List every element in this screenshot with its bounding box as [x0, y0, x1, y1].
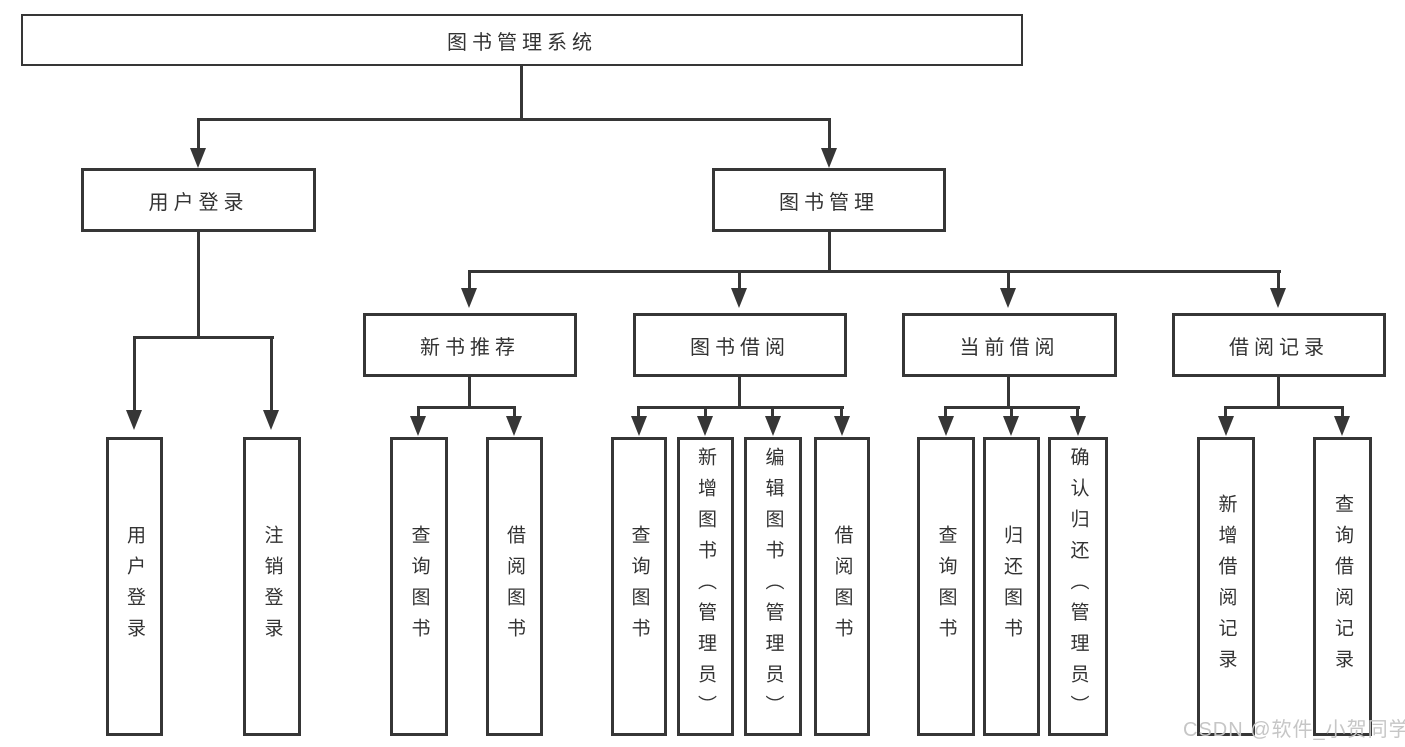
- arrow-down-icon: [410, 416, 426, 436]
- arrow-down-icon: [821, 148, 837, 168]
- connector-line: [840, 408, 843, 418]
- connector-line: [637, 408, 640, 418]
- connector-line: [417, 406, 516, 409]
- arrow-down-icon: [938, 416, 954, 436]
- connector-line: [1010, 408, 1013, 418]
- connector-line: [828, 121, 831, 150]
- connector-line: [1076, 408, 1079, 418]
- connector-line: [637, 406, 844, 409]
- arrow-down-icon: [190, 148, 206, 168]
- connector-line: [1007, 376, 1010, 409]
- connector-line: [1277, 376, 1280, 409]
- node-user-login: 用户登录: [81, 168, 316, 232]
- connector-line: [513, 408, 516, 418]
- connector-line: [468, 270, 1281, 273]
- connector-line: [197, 121, 200, 150]
- connector-line: [1277, 273, 1280, 290]
- node-new-book-recommendation: 新书推荐: [363, 313, 577, 377]
- connector-line: [133, 339, 136, 412]
- arrow-down-icon: [461, 288, 477, 308]
- connector-line: [1341, 408, 1344, 418]
- arrow-down-icon: [126, 410, 142, 430]
- leaf-borrow-books: 借阅图书: [486, 437, 543, 736]
- leaf-logout: 注销登录: [243, 437, 301, 736]
- leaf-query-books: 查询图书: [917, 437, 975, 736]
- leaf-user-login: 用户登录: [106, 437, 163, 736]
- leaf-edit-book-admin: 编辑图书（管理员）: [744, 437, 802, 736]
- leaf-query-books: 查询图书: [611, 437, 667, 736]
- connector-line: [944, 406, 1080, 409]
- connector-line: [197, 232, 200, 339]
- arrow-down-icon: [765, 416, 781, 436]
- node-current-borrowing: 当前借阅: [902, 313, 1117, 377]
- leaf-return-books: 归还图书: [983, 437, 1040, 736]
- leaf-borrow-books: 借阅图书: [814, 437, 870, 736]
- arrow-down-icon: [263, 410, 279, 430]
- arrow-down-icon: [731, 288, 747, 308]
- connector-line: [270, 339, 273, 412]
- arrow-down-icon: [506, 416, 522, 436]
- leaf-query-books: 查询图书: [390, 437, 448, 736]
- node-library-management-system: 图书管理系统: [21, 14, 1023, 66]
- connector-line: [1224, 406, 1344, 409]
- arrow-down-icon: [834, 416, 850, 436]
- arrow-down-icon: [1003, 416, 1019, 436]
- connector-line: [1224, 408, 1227, 418]
- arrow-down-icon: [1270, 288, 1286, 308]
- node-borrowing-records: 借阅记录: [1172, 313, 1386, 377]
- connector-line: [468, 273, 471, 290]
- connector-line: [828, 232, 831, 273]
- leaf-confirm-return-admin: 确认归还（管理员）: [1048, 437, 1108, 736]
- connector-line: [771, 408, 774, 418]
- arrow-down-icon: [1000, 288, 1016, 308]
- connector-line: [468, 376, 471, 409]
- connector-line: [197, 118, 831, 121]
- leaf-add-book-admin: 新增图书（管理员）: [677, 437, 734, 736]
- node-book-management: 图书管理: [712, 168, 946, 232]
- connector-line: [417, 408, 420, 418]
- watermark: CSDN @软件_小贺同学: [1183, 719, 1405, 741]
- arrow-down-icon: [1070, 416, 1086, 436]
- leaf-query-borrow-record: 查询借阅记录: [1313, 437, 1372, 736]
- leaf-add-borrow-record: 新增借阅记录: [1197, 437, 1255, 736]
- connector-line: [738, 273, 741, 290]
- arrow-down-icon: [1218, 416, 1234, 436]
- arrow-down-icon: [697, 416, 713, 436]
- connector-line: [944, 408, 947, 418]
- connector-line: [704, 408, 707, 418]
- connector-line: [520, 65, 523, 121]
- arrow-down-icon: [1334, 416, 1350, 436]
- connector-line: [133, 336, 274, 339]
- connector-line: [738, 376, 741, 409]
- arrow-down-icon: [631, 416, 647, 436]
- node-book-borrowing: 图书借阅: [633, 313, 847, 377]
- connector-line: [1007, 273, 1010, 290]
